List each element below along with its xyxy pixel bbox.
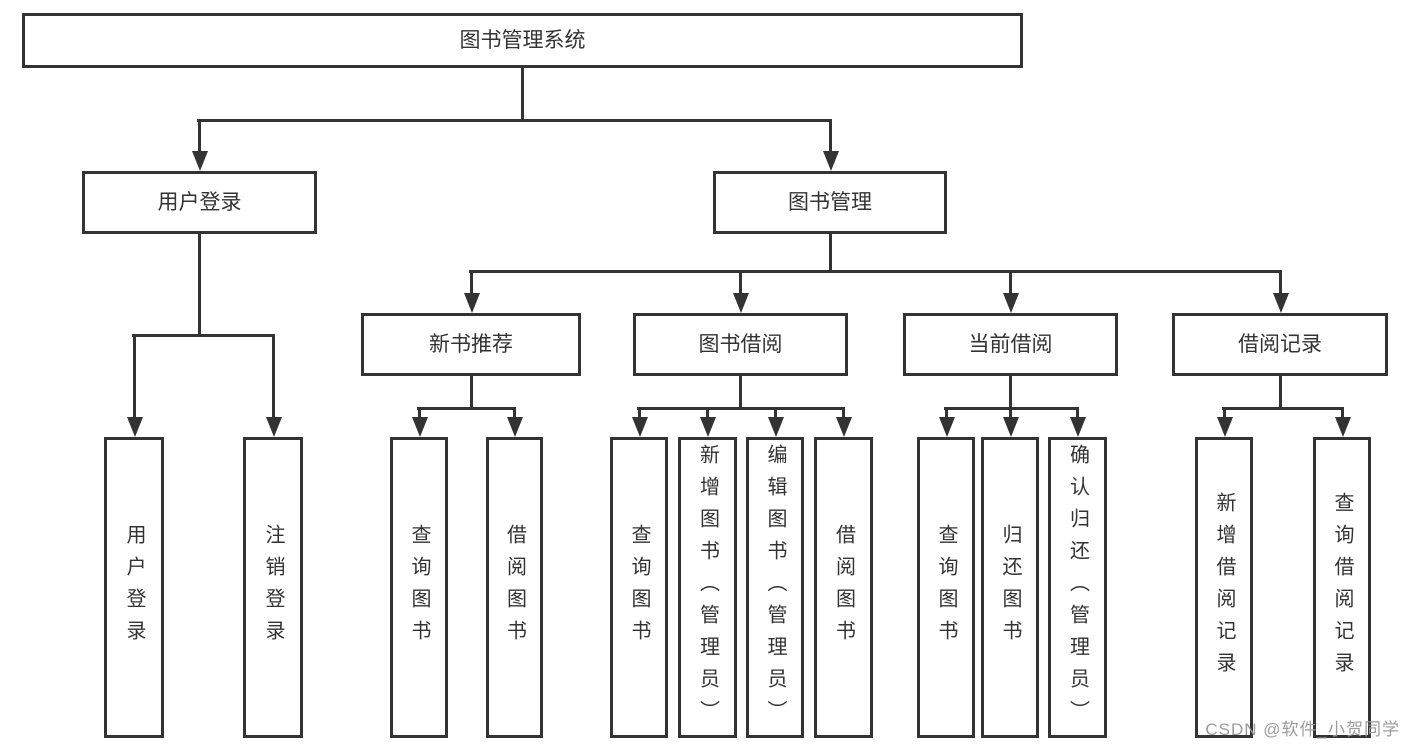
arrow-to-user-login (191, 120, 208, 171)
arrow-to-add-borrow-record (1216, 408, 1233, 437)
leaf-borrow-books-borrowing-label: 借阅图书 (832, 523, 855, 652)
connector-stem-new-book-recommend (470, 376, 473, 410)
arrow-to-new-book-recommend (463, 271, 480, 313)
leaf-add-borrow-record-label: 新增借阅记录 (1213, 491, 1235, 684)
leaf-confirm-return-admin-label: 确认归还（管理员） (1066, 443, 1089, 732)
leaf-logout-label: 注销登录 (262, 523, 284, 652)
leaf-query-books-borrowing: 查询图书 (610, 437, 668, 738)
leaf-query-borrow-record-label: 查询借阅记录 (1331, 491, 1353, 684)
node-new-book-recommend: 新书推荐 (361, 313, 581, 376)
node-book-management: 图书管理 (713, 171, 947, 234)
arrow-to-query-borrow-record (1334, 408, 1351, 437)
arrow-to-query-books-current (938, 408, 955, 437)
connector-stem-root (521, 68, 524, 121)
leaf-user-login-label: 用户登录 (123, 523, 145, 652)
arrow-to-borrow-books-borrowing (835, 408, 852, 437)
node-user-login: 用户登录 (82, 171, 317, 234)
connector-stem-book-management (829, 234, 832, 273)
leaf-query-books-recommend: 查询图书 (390, 437, 448, 738)
connector-rake-user-login (132, 334, 275, 337)
connector-rake-book-borrowing (637, 407, 845, 410)
arrow-to-edit-books-admin (767, 408, 784, 437)
connector-rake-borrowing-records (1222, 407, 1344, 410)
leaf-confirm-return-admin: 确认归还（管理员） (1048, 437, 1107, 738)
connector-rake-new-book-recommend (417, 407, 516, 410)
connector-rake-book-management (469, 270, 1282, 273)
arrow-to-query-books-borrowing (631, 408, 648, 437)
arrow-to-add-books-admin (699, 408, 716, 437)
node-borrowing-records: 借阅记录 (1172, 313, 1388, 376)
leaf-query-books-borrowing-label: 查询图书 (628, 523, 650, 652)
leaf-add-borrow-record: 新增借阅记录 (1195, 437, 1253, 738)
watermark: CSDN @软件_小贺同学 (1205, 720, 1400, 739)
arrow-to-borrowing-records (1272, 271, 1289, 313)
leaf-return-books: 归还图书 (981, 437, 1039, 738)
leaf-query-borrow-record: 查询借阅记录 (1313, 437, 1371, 738)
arrow-to-borrow-books-recommend (506, 408, 523, 437)
leaf-return-books-label: 归还图书 (999, 523, 1021, 652)
arrow-to-book-borrowing (732, 271, 749, 313)
leaf-edit-books-admin-label: 编辑图书（管理员） (764, 443, 786, 732)
node-book-borrowing: 图书借阅 (633, 313, 848, 376)
connector-stem-user-login (198, 234, 201, 336)
connector-stem-book-borrowing (739, 376, 742, 410)
leaf-borrow-books-recommend-label: 借阅图书 (503, 523, 526, 652)
connector-stem-current-borrowing (1009, 376, 1012, 410)
arrow-to-leaf-user-login (126, 335, 143, 437)
leaf-add-books-admin: 新增图书（管理员） (678, 437, 737, 738)
arrow-to-query-books-recommend (411, 408, 428, 437)
arrow-to-book-management (822, 120, 839, 171)
connector-stem-borrowing-records (1279, 376, 1282, 410)
connector-rake-root (197, 119, 832, 122)
node-library-system: 图书管理系统 (22, 13, 1023, 68)
arrow-to-confirm-return-admin (1069, 408, 1086, 437)
arrow-to-leaf-logout (265, 335, 282, 437)
leaf-borrow-books-borrowing: 借阅图书 (814, 437, 873, 738)
arrow-to-current-borrowing (1002, 271, 1019, 313)
leaf-user-login: 用户登录 (104, 437, 164, 738)
leaf-query-books-recommend-label: 查询图书 (408, 523, 430, 652)
leaf-borrow-books-recommend: 借阅图书 (486, 437, 543, 738)
leaf-logout: 注销登录 (243, 437, 303, 738)
leaf-query-books-current-label: 查询图书 (935, 523, 957, 652)
leaf-add-books-admin-label: 新增图书（管理员） (696, 443, 719, 732)
leaf-query-books-current: 查询图书 (917, 437, 975, 738)
arrow-to-return-books (1002, 408, 1019, 437)
leaf-edit-books-admin: 编辑图书（管理员） (746, 437, 804, 738)
node-current-borrowing: 当前借阅 (903, 313, 1118, 376)
